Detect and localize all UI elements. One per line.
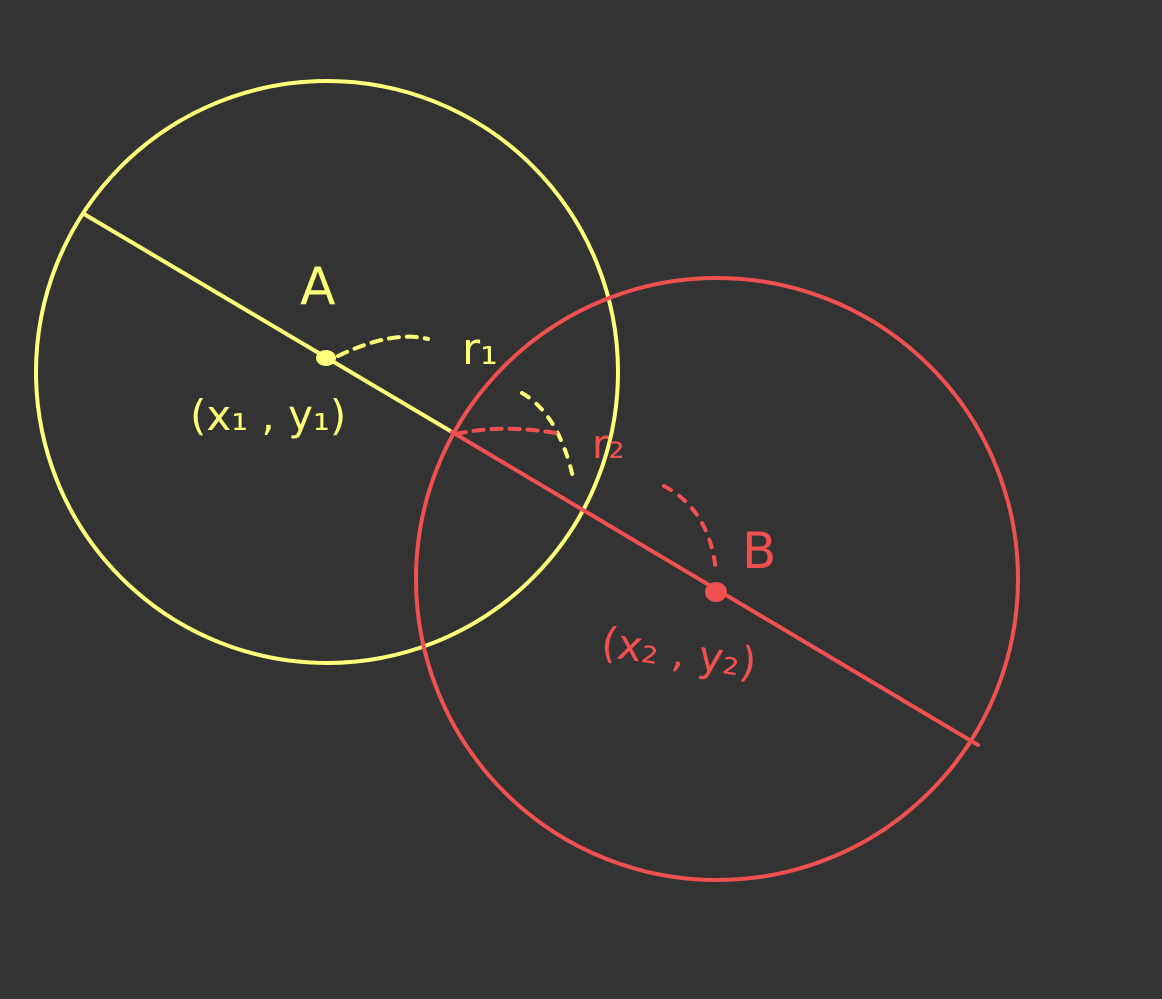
circle-b: [414, 276, 1020, 882]
center-point-b: [705, 582, 727, 602]
radius-label-a: r₁: [462, 324, 498, 375]
circle-a-diameter: [82, 212, 454, 434]
circle-b-group: B (x₂ , y₂) r₂: [414, 276, 1020, 882]
center-label-a: A: [300, 257, 336, 317]
radius-arc-a: [336, 334, 430, 358]
radius-arc-a-continued: [520, 391, 576, 484]
center-coords-b: (x₂ , y₂): [598, 617, 760, 687]
radius-arc-b: [454, 426, 558, 436]
center-coords-a: (x₁ , y₁): [190, 391, 346, 440]
center-label-b: B: [742, 522, 776, 580]
circle-a: [34, 79, 620, 665]
radius-arc-b-continued: [662, 484, 718, 574]
circle-a-group: A (x₁ , y₁) r₁: [34, 79, 620, 665]
radius-label-b: r₂: [592, 422, 624, 468]
center-point-a: [316, 350, 336, 366]
